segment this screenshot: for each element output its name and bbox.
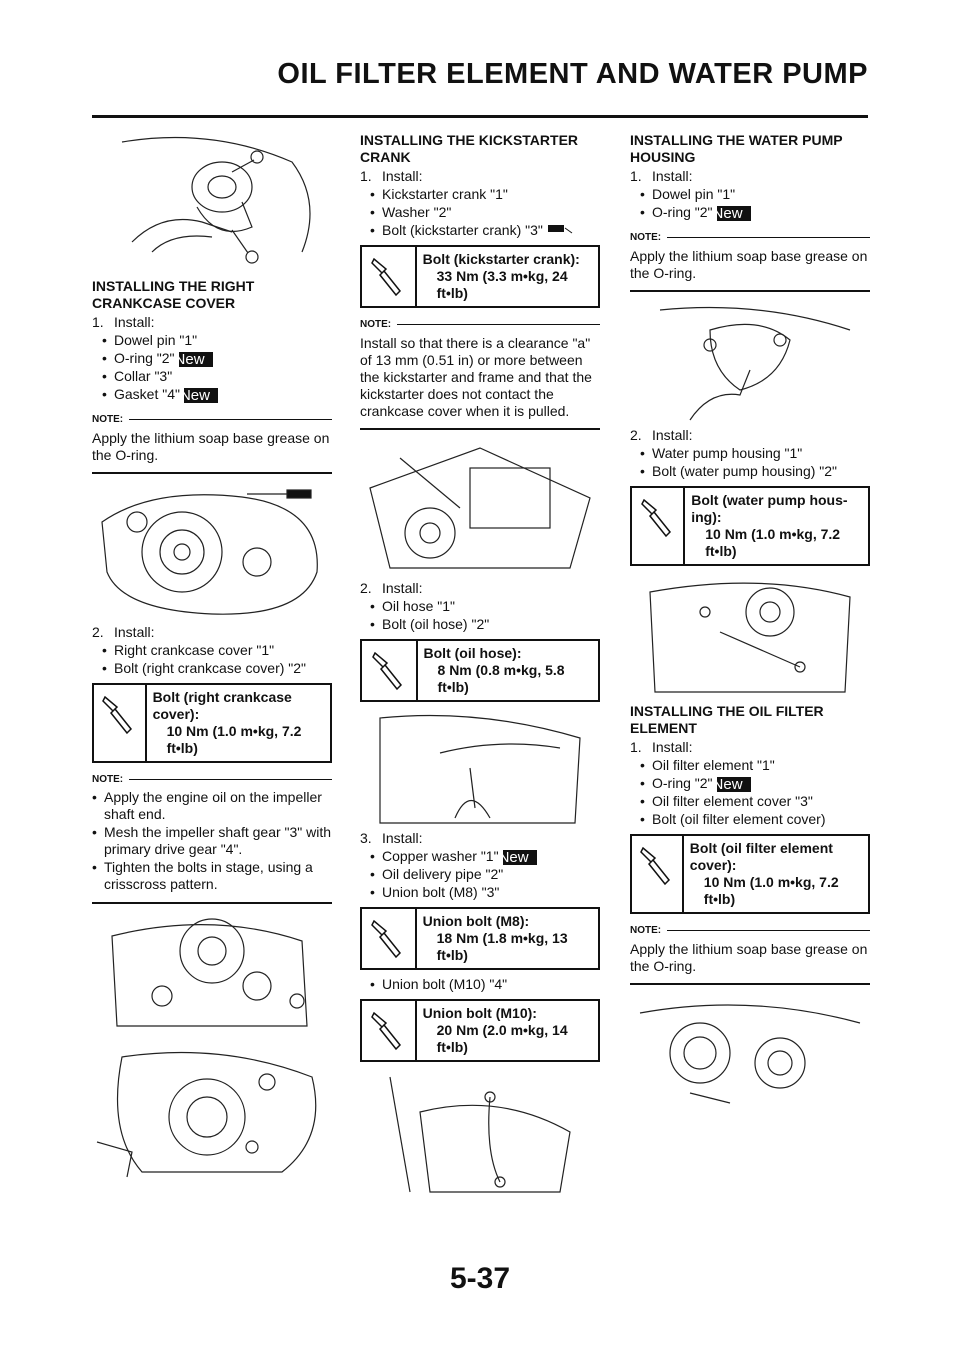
note-box: NOTE: Install so that there is a clearan…	[360, 316, 600, 430]
list-item: Union bolt (M10) "4"	[370, 976, 600, 993]
column-2: INSTALLING THE KICKSTARTER CRANK 1.Insta…	[360, 132, 600, 1197]
list-item: Bolt (right crankcase cover) "2"	[102, 660, 332, 677]
illustration-water-pump-housing	[630, 300, 870, 425]
illustration-crankcase-bolts	[92, 1042, 332, 1182]
illustration-water-pump-impeller	[92, 132, 332, 272]
list-item: O-ring "2"New	[102, 350, 332, 367]
illustration-primary-drive-gear	[92, 916, 332, 1034]
list-item: Right crankcase cover "1"	[102, 642, 332, 659]
list-item: Gasket "4"New	[102, 386, 332, 403]
new-badge: New	[713, 776, 751, 792]
illustration-oil-hose	[360, 708, 600, 828]
new-badge: New	[499, 849, 537, 865]
torque-spec-box: Bolt (oil filter element cover):10 Nm (1…	[630, 834, 870, 914]
illustration-kickstarter	[360, 438, 600, 578]
new-badge: New	[175, 351, 213, 367]
note-box: NOTE: Apply the lithium soap base grease…	[630, 229, 870, 292]
section-heading-kickstarter-crank: INSTALLING THE KICKSTARTER CRANK	[360, 132, 579, 165]
list-item: Oil hose "1"	[370, 598, 600, 615]
section-heading-water-pump-housing: INSTALLING THE WATER PUMP HOUSING	[630, 132, 843, 165]
column-1: INSTALLING THE RIGHT CRANKCASE COVER 1.I…	[92, 132, 332, 1182]
list-item: Bolt (oil filter element cover)	[640, 811, 870, 828]
torque-wrench-icon	[371, 1011, 402, 1051]
torque-wrench-icon	[371, 919, 402, 959]
torque-spec-box: Bolt (kickstarter crank):33 Nm (3.3 m•kg…	[360, 245, 600, 308]
torque-wrench-icon	[639, 846, 670, 886]
new-badge: New	[180, 387, 218, 403]
list-item: Washer "2"	[370, 204, 600, 221]
list-item: O-ring "2"New	[640, 204, 870, 221]
list-item: Union bolt (M8) "3"	[370, 884, 600, 901]
torque-spec-box: Bolt (right crankcase cover):10 Nm (1.0 …	[92, 683, 332, 763]
note-box: NOTE: Apply the lithium soap base grease…	[92, 411, 332, 474]
list-item: Oil filter element cover "3"	[640, 793, 870, 810]
torque-wrench-icon	[640, 498, 671, 538]
list-item: Oil filter element "1"	[640, 757, 870, 774]
torque-spec-box: Union bolt (M10):20 Nm (2.0 m•kg, 14 ft•…	[360, 999, 600, 1062]
list-item: Water pump housing "1"	[640, 445, 870, 462]
torque-wrench-icon	[371, 651, 402, 691]
illustration-oil-delivery-pipe	[360, 1072, 600, 1197]
list-item: Copper washer "1"New	[370, 848, 600, 865]
illustration-water-pump-bolts	[630, 572, 870, 697]
torque-wrench-icon	[102, 695, 133, 735]
torque-spec-box: Bolt (oil hose):8 Nm (0.8 m•kg, 5.8 ft•l…	[360, 639, 600, 702]
list-item: Kickstarter crank "1"	[370, 186, 600, 203]
list-item: Oil delivery pipe "2"	[370, 866, 600, 883]
torque-wrench-icon	[547, 225, 573, 234]
illustration-oil-filter	[630, 993, 870, 1118]
torque-wrench-icon	[371, 257, 402, 297]
list-item: O-ring "2"New	[640, 775, 870, 792]
column-3: INSTALLING THE WATER PUMP HOUSING 1.Inst…	[630, 132, 870, 1118]
note-box: NOTE: Apply the lithium soap base grease…	[630, 922, 870, 985]
new-badge: New	[713, 205, 751, 221]
torque-spec-box: Bolt (water pump hous-ing):10 Nm (1.0 m•…	[630, 486, 870, 566]
section-heading-right-crankcase-cover: INSTALLING THE RIGHT CRANKCASE COVER	[92, 278, 255, 311]
illustration-crankcase-cover	[92, 482, 332, 622]
list-item: Bolt (oil hose) "2"	[370, 616, 600, 633]
title-rule	[92, 115, 868, 118]
list-item: Collar "3"	[102, 368, 332, 385]
page-number: 5-37	[449, 1262, 511, 1295]
section-heading-oil-filter-element: INSTALLING THE OIL FILTER ELEMENT	[630, 703, 824, 736]
list-item: Bolt (kickstarter crank) "3"	[370, 222, 600, 239]
torque-spec-box: Union bolt (M8):18 Nm (1.8 m•kg, 13 ft•l…	[360, 907, 600, 970]
list-item: Bolt (water pump housing) "2"	[640, 463, 870, 480]
list-item: Dowel pin "1"	[102, 332, 332, 349]
note-box: NOTE: Apply the engine oil on the impell…	[92, 771, 332, 904]
page-title: OIL FILTER ELEMENT AND WATER PUMP	[277, 58, 868, 90]
list-item: Dowel pin "1"	[640, 186, 870, 203]
